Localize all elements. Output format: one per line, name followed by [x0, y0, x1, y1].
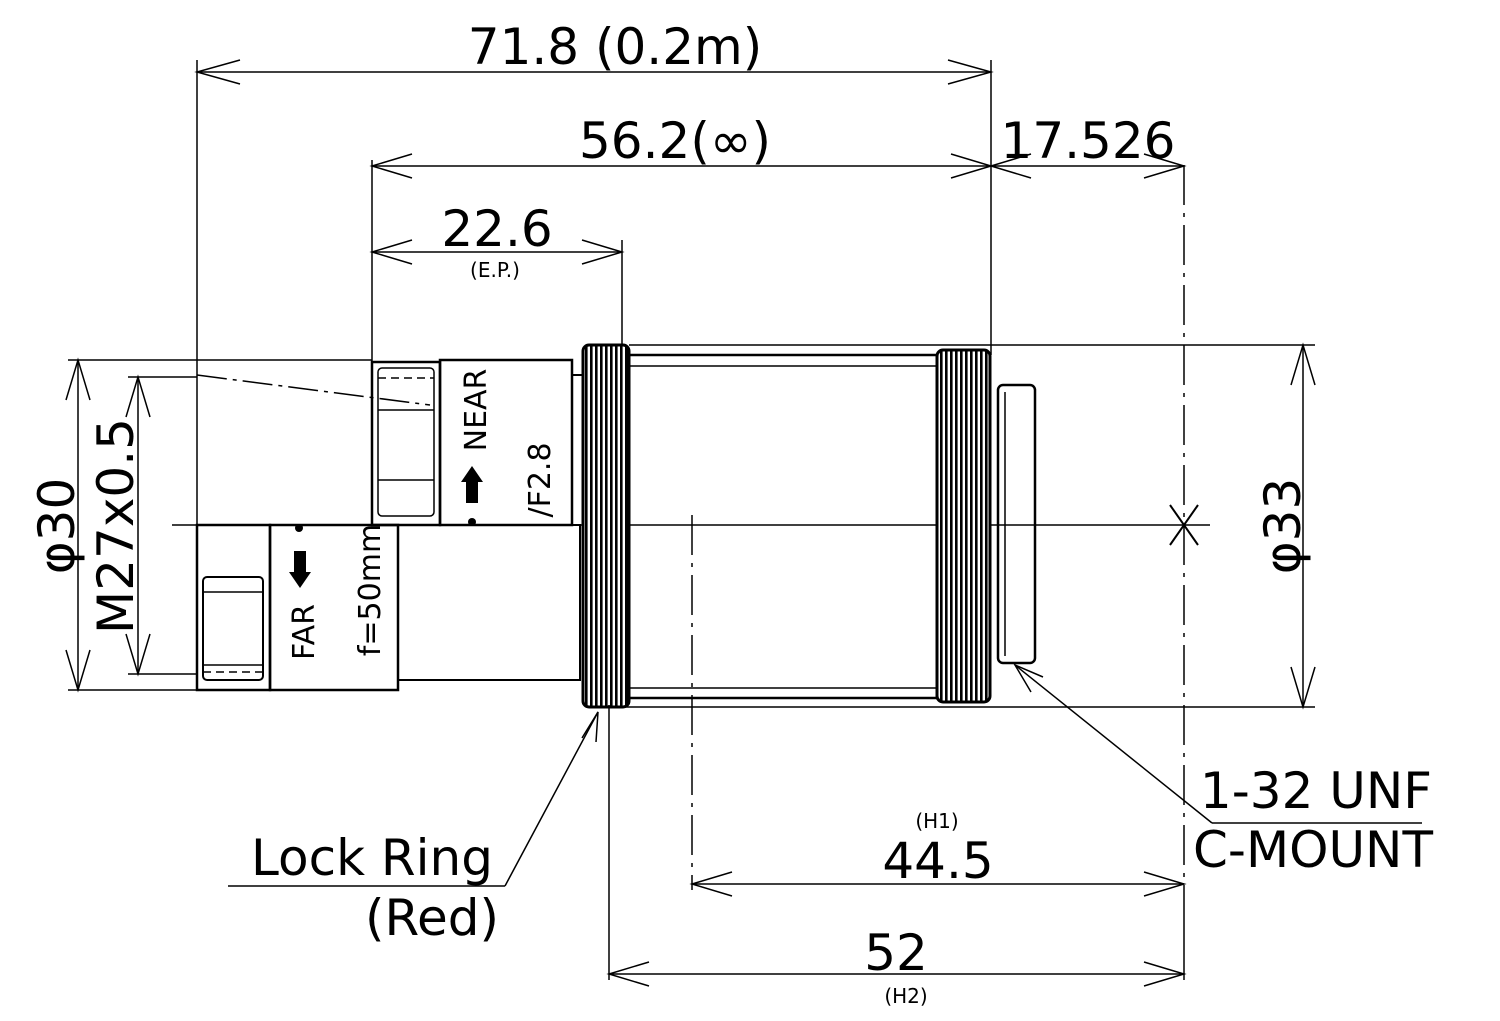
thread-chain-line: [196, 374, 431, 406]
lock-ring-arrow: [581, 711, 599, 743]
dim-overall-infinity-text: 56.2(∞): [579, 112, 771, 170]
index-dot-far: [295, 524, 303, 532]
dim-entrance-pupil-note: (E.P.): [470, 258, 520, 282]
dim-body-diameter-text: φ33: [1254, 478, 1312, 575]
dim-entrance-pupil-text: 22.6: [441, 200, 552, 258]
dim-56-arrow-l: [369, 153, 413, 179]
lock-ring-label: Lock Ring: [251, 829, 493, 887]
dim-71-arrow-l: [194, 59, 241, 85]
lock-ring-knurl: [581, 343, 631, 709]
aperture-marking: /F2.8: [523, 442, 558, 517]
dim-33-arrow-b: [1290, 666, 1316, 710]
lock-ring-color-label: (Red): [365, 889, 499, 947]
near-hex-top: [370, 360, 442, 527]
front-hex-bottom: [202, 576, 264, 681]
near-hex-inner: [377, 367, 435, 517]
c-mount-thread: [996, 383, 1037, 665]
mount-leader: [1014, 664, 1213, 824]
dim-m27-arrow-b: [125, 633, 151, 677]
near-arrow-icon: [461, 466, 483, 503]
mount-type-label: C-MOUNT: [1193, 821, 1433, 879]
dim-30-arrow-t: [65, 357, 91, 401]
focus-ring-near: [438, 358, 574, 527]
dim-h1-value: 44.5: [882, 832, 993, 890]
dim-22-arrow-l: [369, 239, 413, 265]
dim-17-arrow-l: [988, 153, 1032, 179]
dim-71-arrow-r: [947, 59, 994, 85]
dim-17-arrow-r: [1143, 153, 1187, 179]
index-dot-near: [468, 518, 476, 526]
dim-22-arrow-r: [581, 239, 625, 265]
dim-h2-arrow-r: [1143, 961, 1187, 987]
dim-overall-near-text: 71.8 (0.2m): [468, 18, 762, 76]
main-barrel: [627, 353, 939, 700]
rear-barrel-step: [397, 524, 581, 681]
dim-front-diameter-text: φ30: [28, 478, 86, 575]
dim-h2-value: 52: [864, 924, 928, 982]
dim-h1-label: (H1): [915, 809, 958, 833]
dim-h2-arrow-l: [606, 961, 650, 987]
dim-h2-label: (H2): [884, 984, 927, 1008]
near-marking: NEAR: [459, 369, 494, 452]
dimension-text: 71.8 (0.2m) 56.2(∞) 17.526 22.6 (E.P.) φ…: [28, 18, 1433, 1008]
dim-30-arrow-b: [65, 649, 91, 693]
far-arrow-icon: [289, 551, 311, 588]
dim-m27-arrow-t: [125, 374, 151, 418]
rear-ring-knurl: [935, 348, 992, 704]
focal-length-marking: f=50mm: [353, 524, 388, 656]
dim-h1-arrow-l: [689, 871, 733, 897]
dim-flange-back-text: 17.526: [1001, 112, 1176, 170]
mount-thread-label: 1-32 UNF: [1200, 762, 1432, 820]
lock-ring-leader: [504, 711, 599, 887]
dim-33-arrow-t: [1290, 342, 1316, 386]
dimension-lines: [65, 59, 1422, 987]
mount-arrow: [1013, 663, 1044, 693]
far-marking: FAR: [287, 604, 322, 660]
dim-filter-thread-text: M27x0.5: [87, 418, 145, 634]
lens-body: [172, 165, 1210, 980]
dim-h1-arrow-r: [1143, 871, 1187, 897]
